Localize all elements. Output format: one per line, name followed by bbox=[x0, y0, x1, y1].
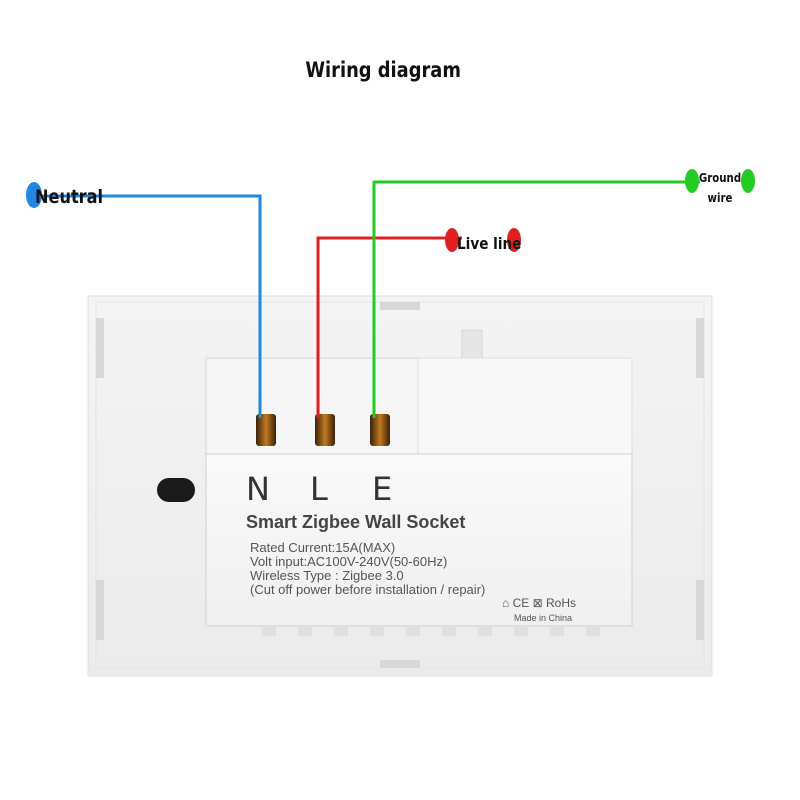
live-marker-left bbox=[445, 228, 459, 252]
terminal-letter-e: E bbox=[372, 470, 393, 508]
live-line-label: Live line bbox=[457, 234, 522, 253]
ground-label-line2: wire bbox=[707, 191, 733, 205]
product-name: Smart Zigbee Wall Socket bbox=[246, 512, 466, 532]
terminal-letter-n: N bbox=[246, 470, 270, 508]
module-body bbox=[205, 453, 633, 627]
ground-marker-left bbox=[685, 169, 699, 193]
mounting-clips bbox=[96, 302, 704, 668]
spec-volt-input: Volt input:AC100V-240V(50-60Hz) bbox=[250, 554, 448, 569]
ground-label-line1: Ground bbox=[698, 171, 742, 185]
ground-wire bbox=[372, 180, 700, 418]
screw-slot bbox=[157, 478, 195, 502]
live-marker-right bbox=[507, 228, 521, 252]
spec-wireless-type: Wireless Type : Zigbee 3.0 bbox=[250, 568, 404, 583]
screw-l bbox=[315, 414, 335, 446]
neutral-label: Neutral bbox=[35, 186, 104, 208]
spec-safety-note: (Cut off power before installation / rep… bbox=[250, 582, 486, 597]
ground-marker-right bbox=[741, 169, 755, 193]
screw-e bbox=[370, 414, 390, 446]
terminal-screws bbox=[256, 414, 390, 446]
certification-marks: ⌂ CE ⊠ RoHs bbox=[502, 596, 576, 610]
neutral-marker bbox=[26, 182, 42, 208]
neutral-wire bbox=[40, 194, 262, 418]
screw-n bbox=[256, 414, 276, 446]
ground-wire-label: Ground wire bbox=[698, 168, 742, 208]
spec-rated-current: Rated Current:15A(MAX) bbox=[250, 540, 396, 555]
diagram-title: Wiring diagram bbox=[305, 58, 461, 82]
terminal-letter-l: L bbox=[310, 470, 328, 508]
live-wire bbox=[316, 236, 462, 418]
made-in-label: Made in China bbox=[514, 613, 573, 623]
